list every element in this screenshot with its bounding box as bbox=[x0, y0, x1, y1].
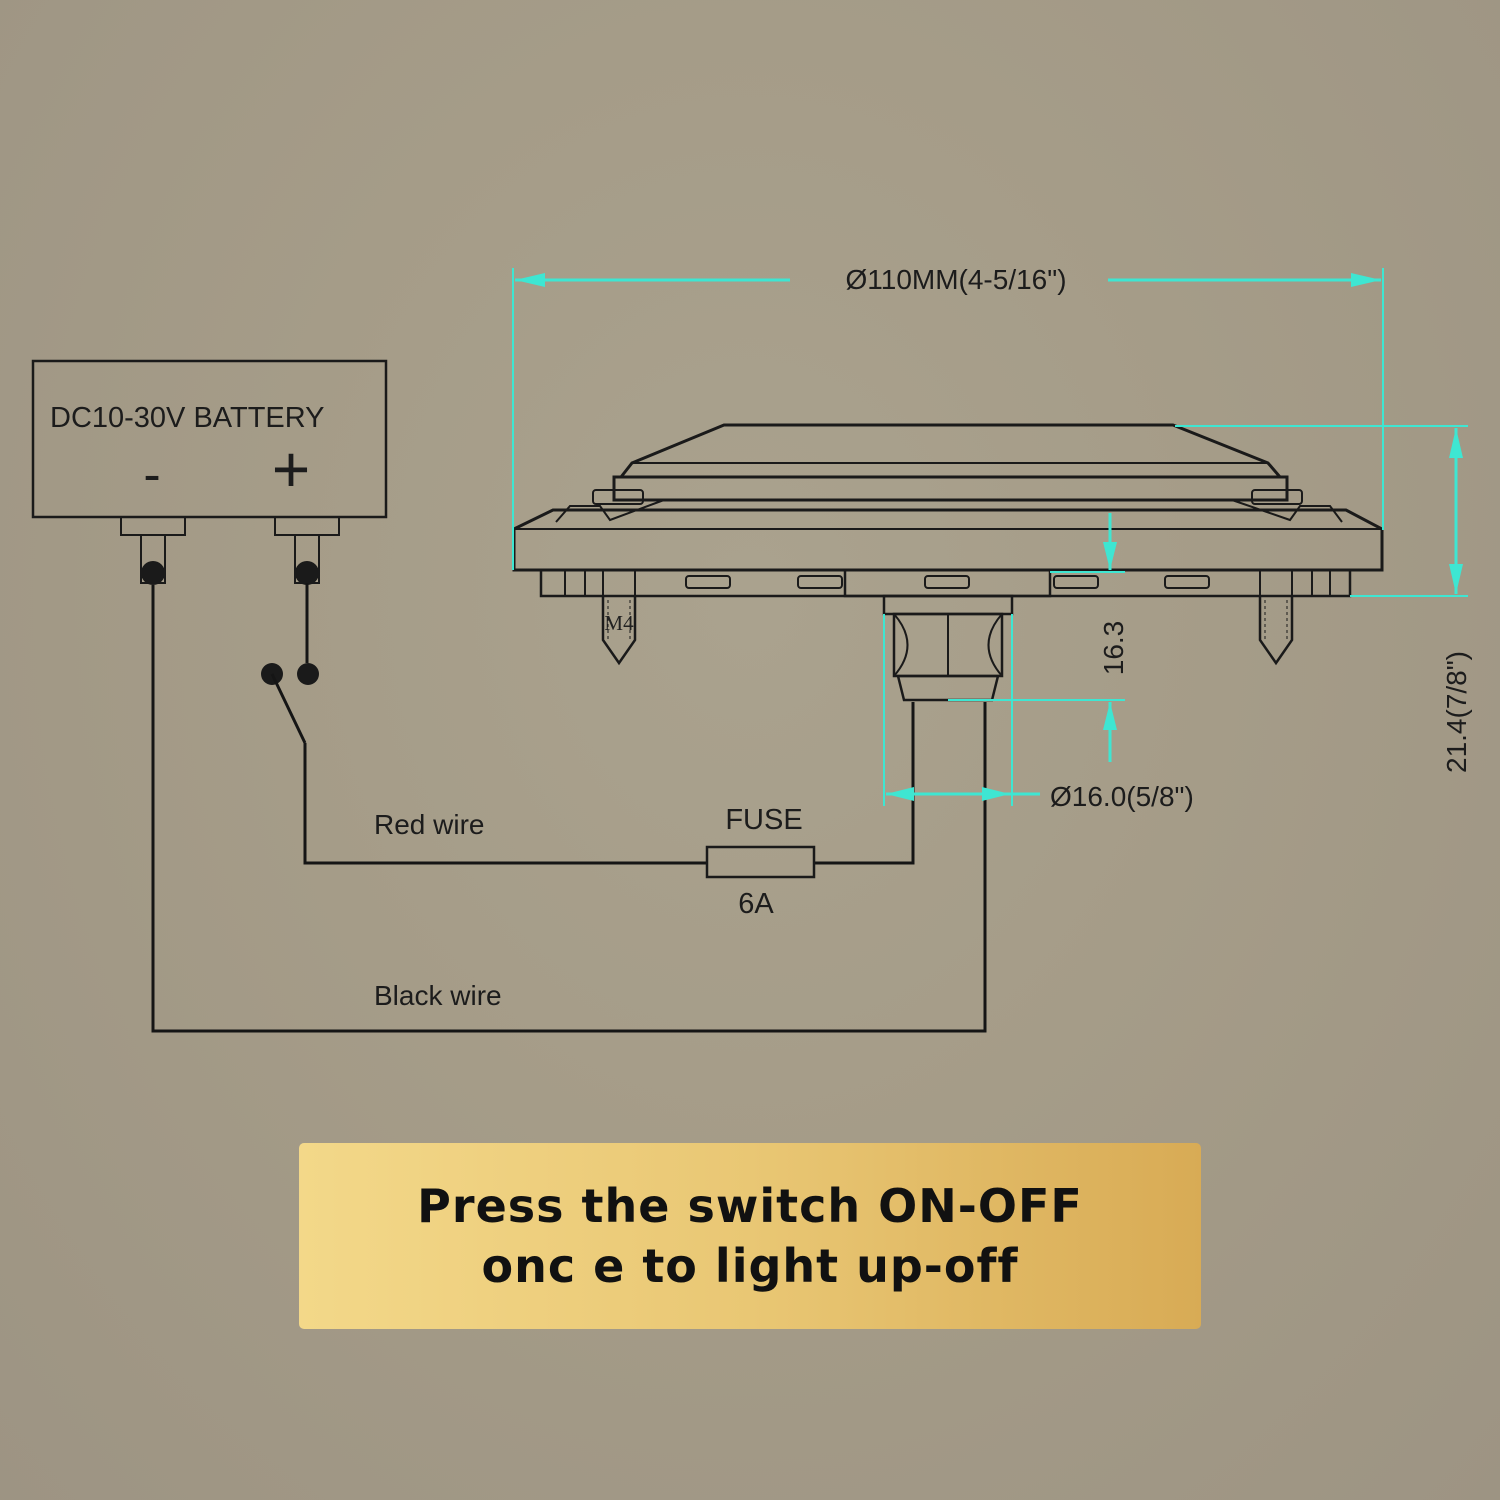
fuse: FUSE 6A bbox=[705, 804, 816, 920]
left-screw: M4 bbox=[601, 569, 637, 666]
battery-label: DC10-30V BATTERY bbox=[50, 402, 325, 434]
right-clip bbox=[1231, 489, 1343, 523]
battery-negative-symbol: - bbox=[143, 446, 160, 504]
stud-diameter-label: Ø16.0(5/8") bbox=[1050, 781, 1194, 812]
fuse-rating: 6A bbox=[738, 888, 774, 920]
right-screw bbox=[1258, 569, 1294, 666]
switch bbox=[261, 583, 319, 744]
left-clip bbox=[555, 489, 665, 523]
outer-diameter-label: Ø110MM(4-5/16") bbox=[845, 264, 1066, 295]
positive-terminal bbox=[274, 516, 340, 585]
red-wire bbox=[303, 702, 915, 865]
dimension-outer-diameter: Ø110MM(4-5/16") bbox=[512, 264, 1384, 570]
battery-positive-symbol: + bbox=[272, 432, 311, 506]
light-fixture: M4 bbox=[512, 423, 1384, 702]
negative-terminal bbox=[120, 516, 186, 585]
stud-height-label: 16.3 bbox=[1098, 621, 1129, 676]
battery: DC10-30V BATTERY - + bbox=[31, 359, 388, 585]
banner-line-1: Press the switch ON-OFF bbox=[417, 1179, 1083, 1233]
dimension-overall-height: 21.4(7/8") bbox=[1175, 425, 1472, 773]
overall-height-label: 21.4(7/8") bbox=[1441, 651, 1472, 773]
dimension-stud-diameter: Ø16.0(5/8") bbox=[883, 614, 1194, 812]
black-wire bbox=[151, 585, 987, 1033]
fuse-label: FUSE bbox=[725, 804, 802, 836]
black-wire-label: Black wire bbox=[374, 980, 502, 1011]
instruction-banner: Press the switch ON-OFF onc e to light u… bbox=[299, 1143, 1201, 1329]
banner-line-2: onc e to light up-off bbox=[481, 1239, 1019, 1293]
dimension-stud-height: 16.3 bbox=[948, 513, 1129, 762]
red-wire-label: Red wire bbox=[374, 809, 484, 840]
screw-size-label: M4 bbox=[604, 611, 634, 635]
